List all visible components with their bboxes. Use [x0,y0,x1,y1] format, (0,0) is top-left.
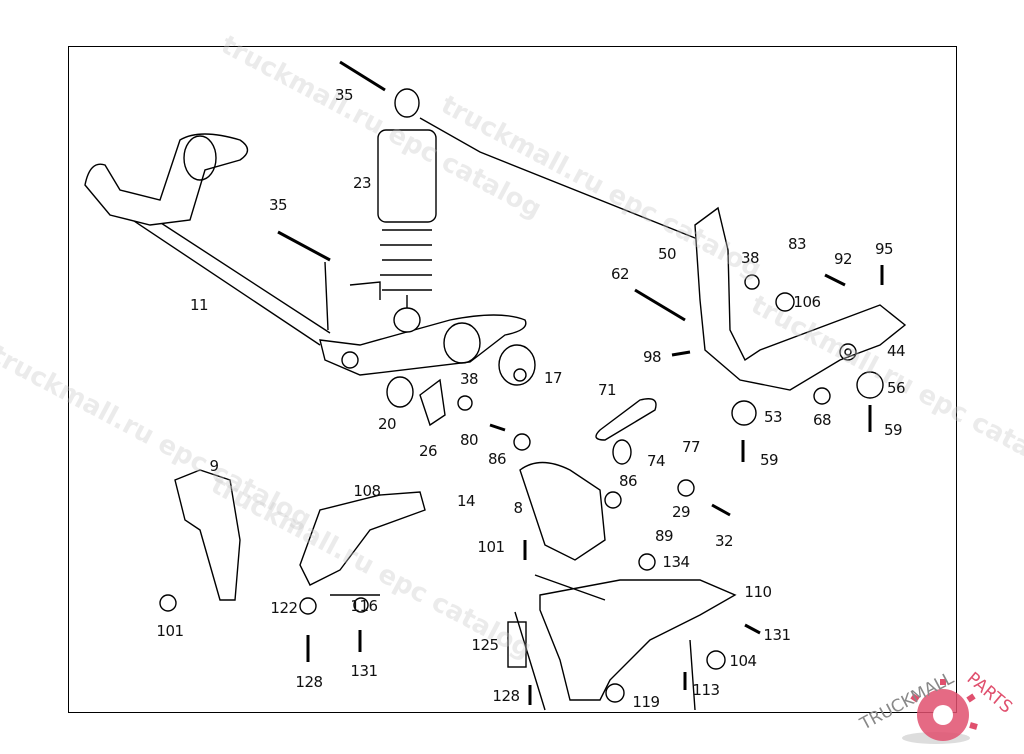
callout: 59 [883,421,903,439]
callout: 44 [886,342,906,360]
callout: 106 [793,293,821,311]
callout: 86 [618,472,638,490]
callout: 9 [209,457,219,475]
callout: 32 [714,532,734,550]
callout: 35 [268,196,288,214]
callout: 35 [334,86,354,104]
callout: 11 [189,296,209,314]
callout: 131 [763,626,791,644]
callout: 128 [295,673,323,691]
callout: 86 [487,450,507,468]
callout: 83 [787,235,807,253]
callout: 101 [477,538,505,556]
svg-text:PARTS: PARTS [963,669,1016,718]
callout: 101 [156,622,184,640]
callout: 71 [597,381,617,399]
callout: 68 [812,411,832,429]
callout: 116 [350,597,378,615]
callout: 110 [744,583,772,601]
callout: 62 [610,265,630,283]
callout: 108 [353,482,381,500]
callout: 104 [729,652,757,670]
shock-absorber [277,60,701,333]
callout: 131 [350,662,378,680]
callout: 122 [270,599,298,617]
callout: 53 [763,408,783,426]
callout: 23 [352,174,372,192]
callout: 134 [662,553,690,571]
callout: 20 [377,415,397,433]
frame-bracket [386,206,907,465]
callout: 38 [459,370,479,388]
callout: 80 [459,431,479,449]
stabilizer-bar [84,133,527,376]
callout: 98 [642,348,662,366]
callout: 119 [632,693,660,711]
callout: 95 [874,240,894,258]
fasteners [159,265,884,705]
diagram-frame [68,46,957,713]
callout: 113 [692,681,720,699]
callout: 50 [657,245,677,263]
gear-logo-icon: TRUCKMALL PARTS [856,668,1016,744]
callout: 77 [681,438,701,456]
callout: 89 [654,527,674,545]
callout: 14 [456,492,476,510]
callout: 92 [833,250,853,268]
callout: 128 [492,687,520,705]
callout: 29 [671,503,691,521]
callout: 74 [646,452,666,470]
callout: 59 [759,451,779,469]
lower-brackets [174,461,737,711]
callout: 8 [513,499,523,517]
callout: 56 [886,379,906,397]
callout: 26 [418,442,438,460]
truckmall-parts-logo: TRUCKMALL PARTS [856,660,1024,750]
callout: 125 [471,636,499,654]
callout: 17 [543,369,563,387]
callout: 38 [740,249,760,267]
